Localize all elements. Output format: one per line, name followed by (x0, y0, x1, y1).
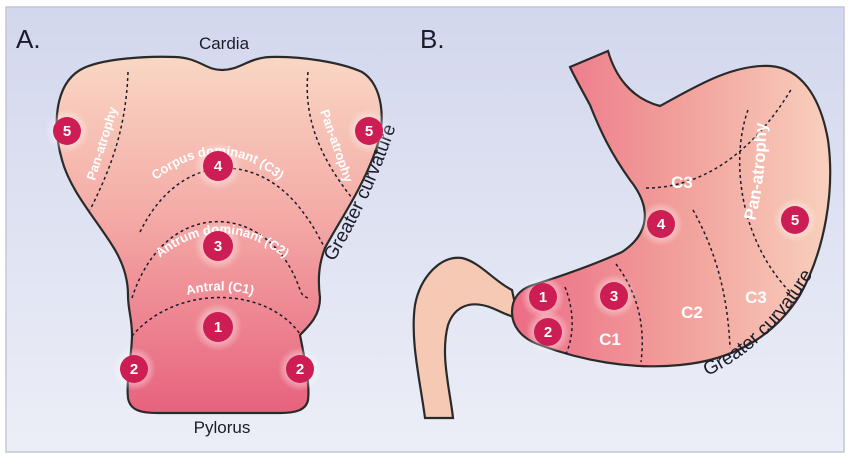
cardia-label: Cardia (199, 34, 250, 53)
panel-a-label: A. (16, 24, 41, 54)
zone-label-c2: C2 (681, 303, 703, 322)
divider-corpus (139, 167, 326, 249)
svg-text:1: 1 (539, 289, 547, 306)
divider-b-c2 (692, 209, 731, 349)
svg-text:4: 4 (214, 158, 223, 175)
svg-text:3: 3 (214, 238, 222, 255)
zone-label-c3-right: C3 (745, 288, 767, 307)
badge-a-5-right: 5 (347, 109, 391, 153)
panel-b-label: B. (420, 24, 445, 54)
badge-b-4: 4 (639, 202, 683, 246)
badge-a-2-left: 2 (112, 347, 156, 391)
divider-b-c3-top (645, 87, 793, 189)
panel-b: B. C3 C2 C3 C1 Pan-atrophy Greater curva… (412, 24, 832, 420)
badge-a-5-left: 5 (45, 109, 89, 153)
panel-a: A. Cardia Pylorus Corpus dominant (C3) A… (16, 24, 400, 437)
duodenum-outline (412, 256, 520, 420)
badge-a-4: 4 (194, 142, 242, 190)
zone-label-antral: Antral (C1) (184, 278, 255, 298)
divider-antral (131, 296, 301, 337)
zone-label-c1: C1 (599, 330, 621, 349)
svg-text:2: 2 (130, 361, 138, 378)
badge-b-3: 3 (592, 274, 636, 318)
pylorus-label: Pylorus (194, 418, 251, 437)
badge-a-2-right: 2 (278, 347, 322, 391)
svg-text:2: 2 (296, 361, 304, 378)
divider-b-c3 (739, 109, 791, 293)
svg-text:3: 3 (610, 288, 618, 305)
svg-text:2: 2 (544, 324, 552, 341)
divider-b-pylorus (564, 286, 573, 357)
divider-b-c1 (615, 263, 643, 363)
divider-pan-right (306, 71, 353, 199)
zone-label-c3-top: C3 (671, 173, 693, 192)
svg-text:5: 5 (791, 212, 799, 229)
badge-a-3: 3 (194, 222, 242, 270)
svg-text:4: 4 (657, 216, 666, 233)
divider-pan-left (89, 71, 129, 211)
svg-text:5: 5 (365, 123, 373, 140)
divider-antrum (131, 220, 311, 299)
svg-text:1: 1 (214, 319, 222, 336)
badge-b-5: 5 (773, 198, 817, 242)
badge-b-1: 1 (521, 275, 565, 319)
svg-text:5: 5 (63, 123, 71, 140)
badge-b-2: 2 (526, 310, 570, 354)
badge-a-1: 1 (194, 303, 242, 351)
